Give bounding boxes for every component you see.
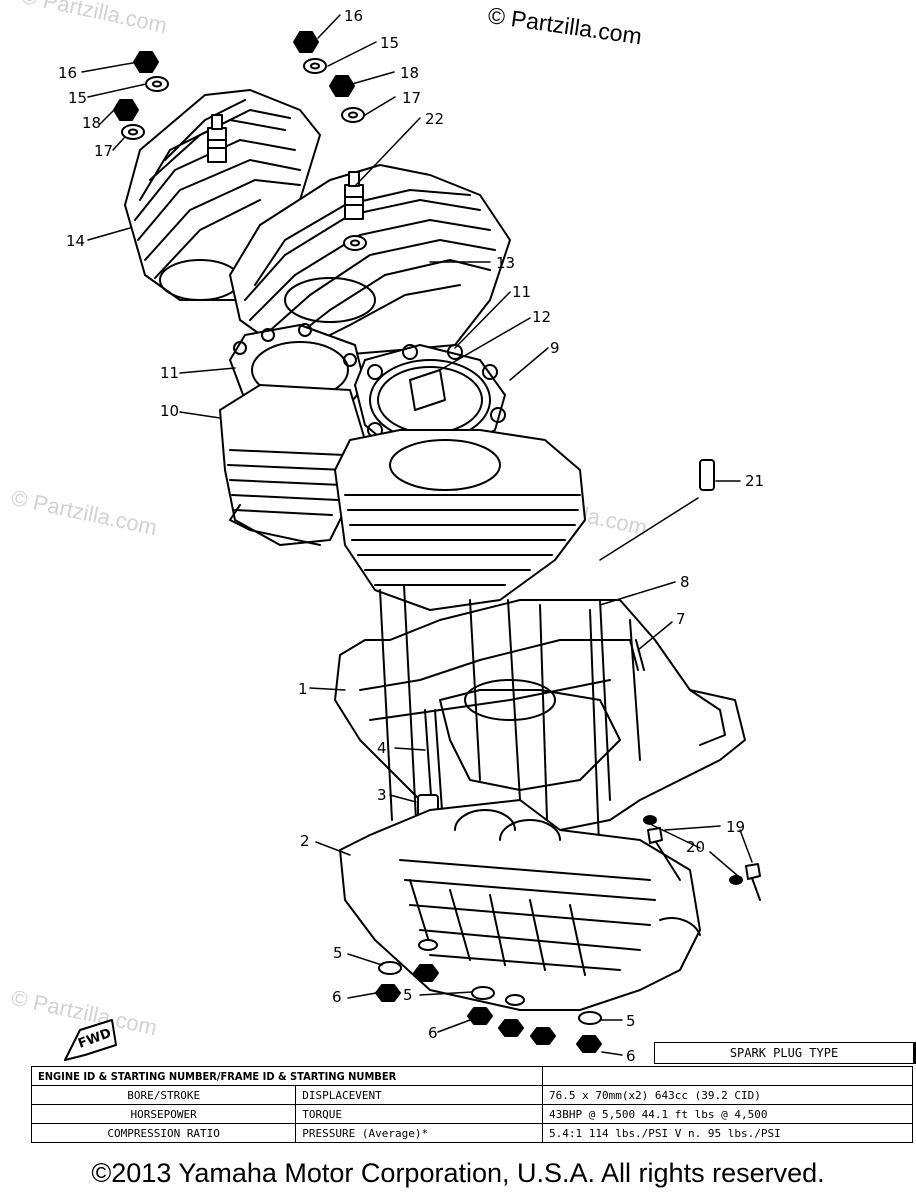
spec-empty-cell bbox=[541, 1066, 914, 1086]
spark-plug bbox=[207, 114, 227, 163]
spec-label: BORE/STROKE bbox=[30, 1085, 297, 1105]
spec-label: DISPLACEVENT bbox=[295, 1085, 543, 1105]
cylinder-right bbox=[334, 429, 586, 611]
washer bbox=[643, 815, 743, 885]
callout-number: 8 bbox=[680, 573, 690, 591]
spec-label: TORQUE bbox=[295, 1104, 543, 1124]
spec-label: PRESSURE (Average)* bbox=[295, 1123, 543, 1143]
callout-number: 5 bbox=[333, 944, 343, 962]
callout-number: 17 bbox=[94, 142, 113, 160]
callout-number: 4 bbox=[377, 739, 387, 757]
callout-number: 11 bbox=[160, 364, 179, 382]
callout-number: 9 bbox=[550, 339, 560, 357]
callout-number: 6 bbox=[626, 1047, 636, 1065]
spark-plug bbox=[344, 171, 364, 220]
stud-bolt bbox=[379, 584, 641, 871]
callout-number: 22 bbox=[425, 110, 444, 128]
dowel-pin bbox=[417, 459, 715, 818]
callout-number: 6 bbox=[332, 988, 342, 1006]
callout-number: 13 bbox=[496, 254, 515, 272]
copyright-footer: ©2013 Yamaha Motor Corporation, U.S.A. A… bbox=[91, 1158, 825, 1188]
spec-table-header: ENGINE ID & STARTING NUMBER/FRAME ID & S… bbox=[31, 1066, 543, 1086]
callout-number: 20 bbox=[686, 838, 705, 856]
callout-number: 15 bbox=[68, 89, 87, 107]
table-row: HORSEPOWER TORQUE 43BHP @ 5,500 44.1 ft … bbox=[30, 1104, 914, 1124]
callout-number: 21 bbox=[745, 472, 764, 490]
nut bbox=[375, 964, 602, 1053]
callout-number: 5 bbox=[626, 1012, 636, 1030]
table-row: COMPRESSION RATIO PRESSURE (Average)* 5.… bbox=[30, 1123, 914, 1143]
spec-value: 5.4:1 114 lbs./PSI V n. 95 lbs./PSI bbox=[541, 1123, 914, 1143]
callout-number: 7 bbox=[676, 610, 686, 628]
callout-number: 1 bbox=[298, 680, 308, 698]
spark-plug-type-header: SPARK PLUG TYPE bbox=[654, 1042, 916, 1064]
spec-label: HORSEPOWER bbox=[30, 1104, 297, 1124]
callout-number: 18 bbox=[400, 64, 419, 82]
callout-number: 11 bbox=[512, 283, 531, 301]
leader-lines bbox=[81, 14, 753, 1056]
callout-number: 2 bbox=[300, 832, 310, 850]
spec-value: 76.5 x 70mm(x2) 643cc (39.2 CID) bbox=[541, 1085, 914, 1105]
bolt bbox=[647, 827, 761, 901]
callout-number: 16 bbox=[344, 7, 363, 25]
callout-number: 10 bbox=[160, 402, 179, 420]
callout-number: 6 bbox=[428, 1024, 438, 1042]
callout-number: 12 bbox=[532, 308, 551, 326]
spec-label: COMPRESSION RATIO bbox=[30, 1123, 297, 1143]
callout-number: 16 bbox=[58, 64, 77, 82]
callout-number: 18 bbox=[82, 114, 101, 132]
callout-number: 3 bbox=[377, 786, 387, 804]
callout-number: 5 bbox=[403, 986, 413, 1004]
callout-number: 19 bbox=[726, 818, 745, 836]
lower-crankcase bbox=[339, 799, 701, 1011]
callout-number: 15 bbox=[380, 34, 399, 52]
forward-arrow bbox=[64, 1019, 117, 1061]
engine-spec-table: ENGINE ID & STARTING NUMBER/FRAME ID & S… bbox=[30, 1066, 914, 1143]
table-row: BORE/STROKE DISPLACEVENT 76.5 x 70mm(x2)… bbox=[30, 1085, 914, 1105]
spec-value: 43BHP @ 5,500 44.1 ft lbs @ 4,500 bbox=[541, 1104, 914, 1124]
callout-number: 14 bbox=[66, 232, 85, 250]
callout-number: 17 bbox=[402, 89, 421, 107]
washer bbox=[378, 939, 602, 1025]
